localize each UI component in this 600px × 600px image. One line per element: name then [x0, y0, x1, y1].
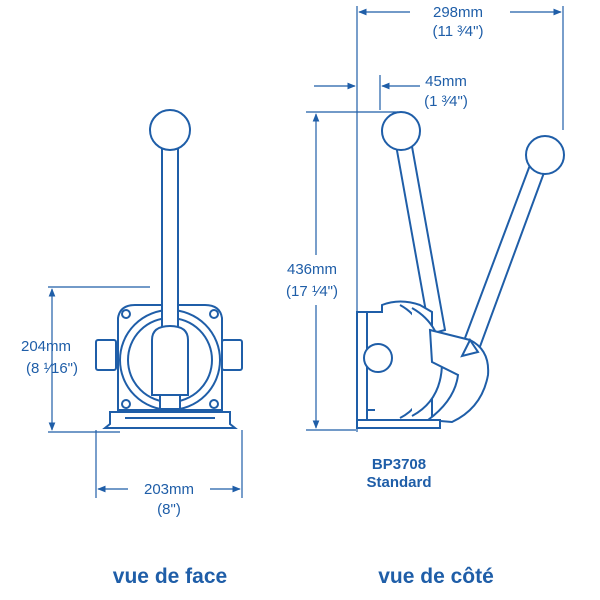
front-view-caption: vue de face: [112, 565, 228, 588]
width-body-mm: 203mm: [143, 481, 195, 498]
width-body-inch: (8"): [157, 501, 181, 518]
height-overall-inch: (17 ¹⁄4"): [285, 283, 339, 300]
height-body-mm: 204mm: [20, 338, 72, 355]
model-variant: Standard: [366, 474, 432, 491]
height-overall-mm: 436mm: [286, 261, 338, 278]
front-dimension-lines: [48, 286, 243, 498]
model-label: BP3708 Standard: [366, 456, 431, 492]
width-overall-mm: 298mm: [432, 4, 484, 21]
width-overall-inch: (11 ³⁄4"): [432, 23, 484, 40]
lever-offset-inch: (1 ³⁄4"): [424, 93, 468, 110]
front-view-drawing: [95, 109, 243, 429]
height-body-inch: (8 ¹⁄16"): [25, 360, 79, 377]
model-code: BP3708: [371, 456, 427, 473]
side-view-drawing: [356, 111, 565, 429]
lever-offset-mm: 45mm: [425, 73, 467, 90]
side-dimension-lines: [306, 6, 564, 432]
side-view-caption: vue de côté: [378, 565, 494, 588]
